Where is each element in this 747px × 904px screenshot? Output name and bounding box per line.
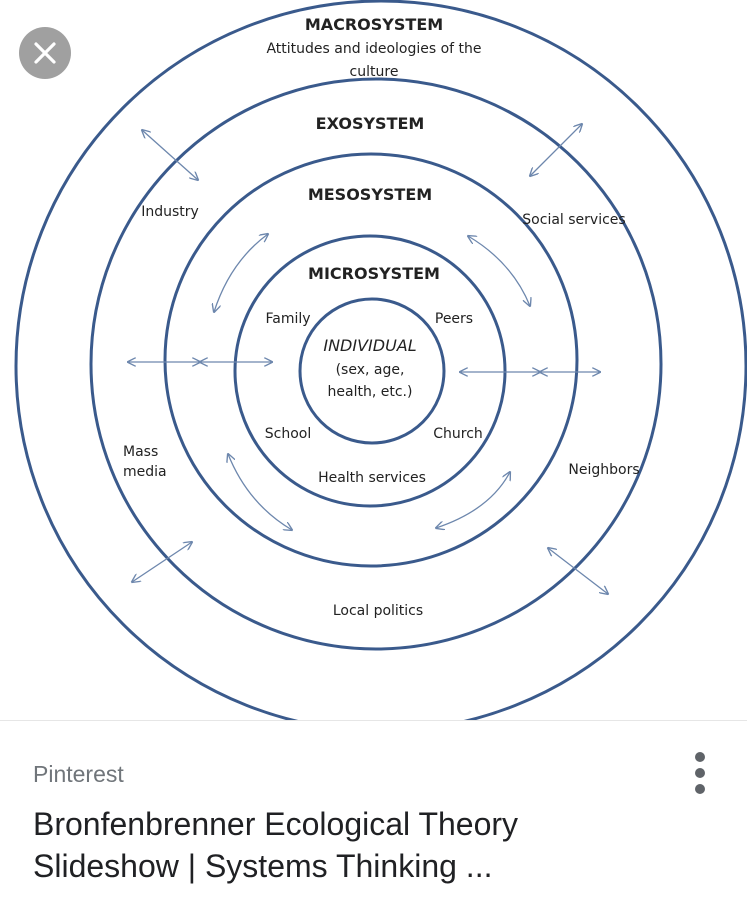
individual-circle: [298, 297, 446, 445]
label-industry: Industry: [141, 204, 199, 220]
arrow-top-right: [530, 124, 582, 176]
label-local-politics: Local politics: [333, 603, 423, 619]
label-social-services: Social services: [522, 212, 625, 228]
more-vert-icon: [695, 752, 705, 794]
result-title-line2: Slideshow | Systems Thinking ...: [33, 848, 493, 884]
curved-arrow-upper-right: [468, 236, 530, 306]
curved-arrow-lower-left: [228, 454, 292, 530]
label-mass-media-line2: media: [123, 464, 167, 480]
arrow-bottom-left: [132, 542, 192, 582]
arrow-bottom-right: [548, 548, 608, 594]
source-name[interactable]: Pinterest: [33, 761, 124, 787]
curved-arrow-upper-left: [214, 234, 268, 312]
individual-line2: health, etc.): [328, 384, 413, 400]
close-icon: [34, 42, 56, 64]
label-health-services: Health services: [318, 470, 426, 486]
exosystem-circle: [89, 77, 663, 651]
exosystem-title: EXOSYSTEM: [316, 114, 425, 133]
label-mass-media-line1: Mass: [123, 444, 158, 460]
mesosystem-title: MESOSYSTEM: [308, 185, 432, 204]
macrosystem-circle: [14, 0, 747, 720]
image-preview: MACROSYSTEM Attitudes and ideologies of …: [14, 0, 747, 720]
label-school: School: [265, 426, 311, 442]
label-church: Church: [433, 426, 483, 442]
individual-line1: (sex, age,: [336, 362, 405, 378]
macrosystem-desc-line1: Attitudes and ideologies of the: [266, 41, 481, 57]
ecological-systems-diagram: MACROSYSTEM Attitudes and ideologies of …: [14, 0, 747, 720]
result-title-link[interactable]: Bronfenbrenner Ecological Theory Slidesh…: [33, 803, 653, 887]
mesosystem-circle: [163, 152, 579, 568]
result-title-line1: Bronfenbrenner Ecological Theory: [33, 806, 519, 842]
macrosystem-desc-line2: culture: [350, 64, 399, 80]
curved-arrow-lower-right: [436, 472, 510, 528]
result-info-panel: Pinterest Bronfenbrenner Ecological Theo…: [0, 720, 747, 904]
microsystem-title: MICROSYSTEM: [308, 264, 440, 283]
close-button[interactable]: [19, 27, 71, 79]
individual-title: INDIVIDUAL: [323, 336, 416, 355]
label-family: Family: [265, 311, 310, 327]
macrosystem-title: MACROSYSTEM: [305, 15, 443, 34]
arrow-top-left: [142, 130, 198, 180]
more-options-button[interactable]: [684, 749, 716, 797]
label-neighbors: Neighbors: [568, 462, 639, 478]
connection-arrows: [128, 124, 608, 594]
label-peers: Peers: [435, 311, 473, 327]
